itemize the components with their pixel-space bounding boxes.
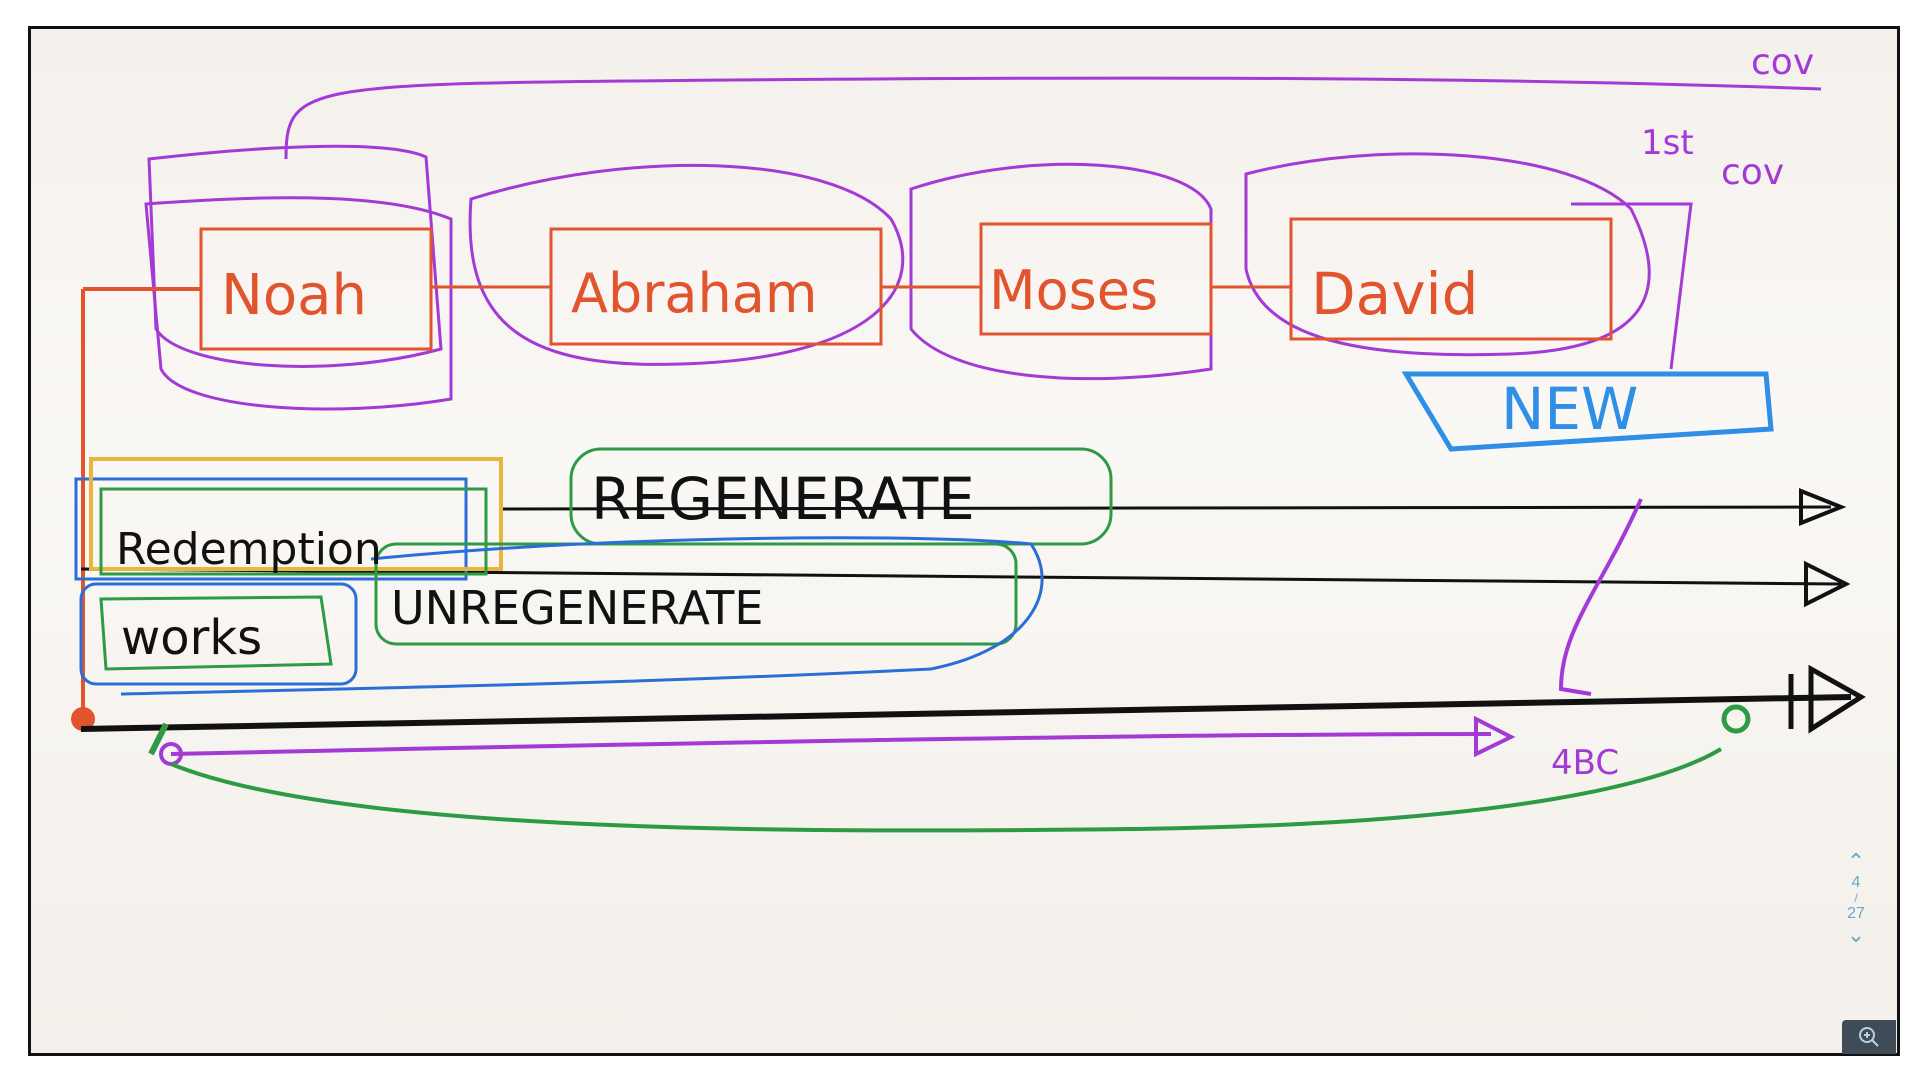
page-navigator: ⌃ 4 / 27 ⌄ (1836, 849, 1876, 980)
unregenerate-line (80, 567, 1842, 586)
david-purple-tail (1571, 202, 1693, 370)
redemption-blue-outline (74, 477, 468, 581)
corner-note-second: cov (1721, 152, 1784, 193)
works-green-outline (99, 595, 333, 671)
cov-david: David (1311, 260, 1478, 328)
purple-span-arrow (170, 732, 1492, 756)
page-current: 4 (1851, 874, 1861, 892)
green-start-marker (148, 722, 169, 756)
purple-span-arrowhead (1474, 715, 1516, 758)
date-label: 4BC (1551, 743, 1619, 783)
works-blue-outline (79, 582, 358, 686)
unregenerate-arrow (1804, 560, 1851, 608)
chevron-down-icon[interactable]: ⌄ (1846, 921, 1866, 947)
redemption-green-outline (99, 487, 488, 576)
whiteboard-canvas: Noah Abraham Moses David cov 1st cov NEW… (71, 42, 1866, 833)
cov-noah: Noah (221, 263, 367, 328)
page-total: 27 (1847, 904, 1865, 922)
purple-top-bracket (284, 76, 1822, 160)
main-timeline-arrow (1808, 664, 1866, 734)
cov-moses: Moses (989, 259, 1158, 322)
zoom-in-icon (1859, 1027, 1879, 1047)
zoom-button[interactable] (1842, 1020, 1896, 1054)
redemption-label: Redemption (116, 524, 382, 575)
moses-box (979, 222, 1213, 336)
unregenerate-blue-outline (120, 536, 1044, 696)
corner-note-top: cov (1751, 42, 1814, 83)
unregenerate-label: UNREGENERATE (391, 581, 763, 635)
redemption-yellow-outline (89, 457, 503, 571)
works-label: works (121, 610, 262, 666)
green-end-marker (1721, 704, 1751, 734)
green-span-arc (170, 747, 1723, 833)
page-separator: / (1854, 890, 1858, 905)
moses-purple-outline (909, 162, 1213, 381)
noah-purple-outline (147, 144, 443, 368)
chevron-up-icon[interactable]: ⌃ (1846, 849, 1866, 874)
corner-note-first: 1st (1641, 123, 1694, 163)
orange-origin-dot (71, 707, 95, 731)
regenerate-arrow (1799, 488, 1847, 526)
noah-purple-outline-2 (144, 196, 453, 411)
regenerate-label: REGENERATE (591, 465, 975, 533)
new-label: NEW (1501, 375, 1638, 443)
main-timeline (80, 694, 1852, 732)
david-box (1289, 217, 1613, 341)
whiteboard-frame: Noah Abraham Moses David cov 1st cov NEW… (28, 26, 1900, 1056)
cov-abraham: Abraham (571, 262, 817, 325)
new-box (1401, 371, 1774, 452)
regenerate-line (500, 505, 1832, 511)
unregenerate-green-outline (374, 542, 1018, 646)
purple-new-pointer (1558, 498, 1643, 696)
